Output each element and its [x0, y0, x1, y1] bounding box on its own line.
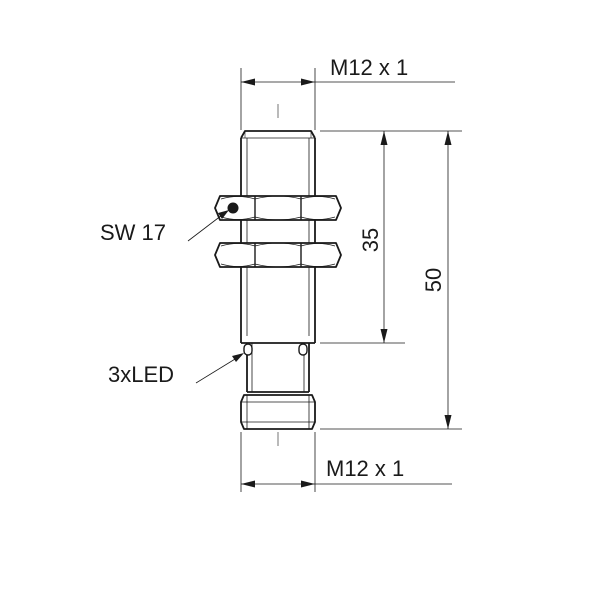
led-window-right	[298, 343, 308, 356]
bottom-thread-dimension: M12 x 1	[240, 432, 452, 492]
led-window-left	[243, 343, 253, 356]
bottom-thread-label: M12 x 1	[326, 456, 404, 481]
led-label: 3xLED	[108, 362, 174, 387]
dimension-50: 50	[320, 130, 462, 430]
dimension-35-value: 35	[358, 228, 383, 252]
lower-nut	[214, 242, 342, 268]
top-thread-dimension: M12 x 1	[240, 55, 455, 130]
wrench-marker-dot	[227, 202, 239, 214]
wrench-size-label: SW 17	[100, 220, 166, 245]
dimension-35: 35	[320, 130, 405, 344]
led-callout: 3xLED	[108, 353, 244, 387]
top-thread-label: M12 x 1	[330, 55, 408, 80]
led-section	[243, 343, 310, 393]
connector-plug	[240, 394, 316, 430]
upper-nut	[214, 195, 342, 221]
dimension-50-value: 50	[421, 268, 446, 292]
sensor-body	[240, 130, 316, 344]
wrench-size-callout: SW 17	[100, 210, 229, 245]
